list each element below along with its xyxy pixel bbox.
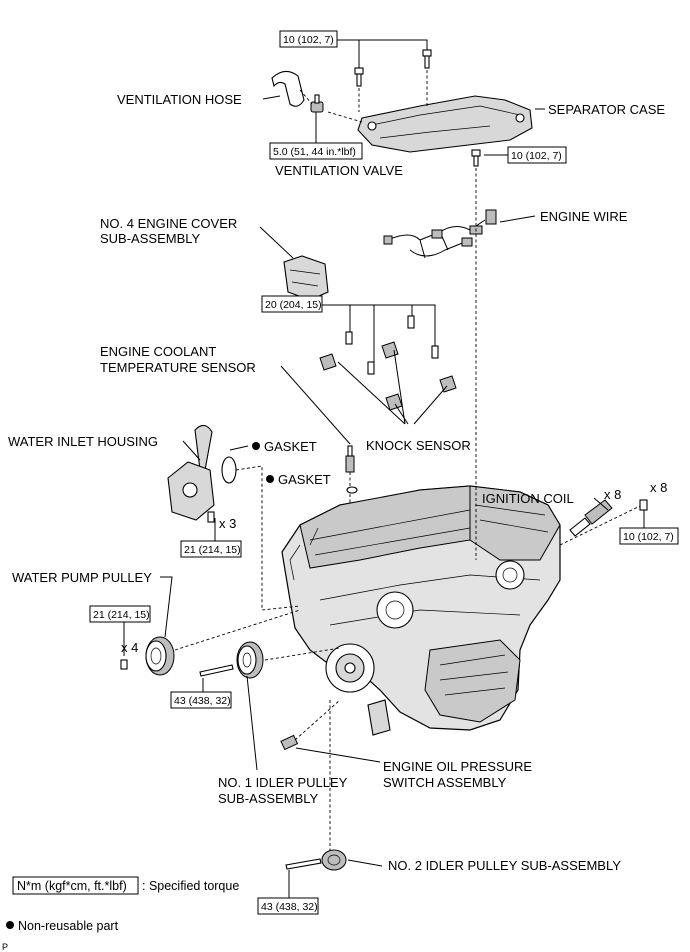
label-coolant-line2: TEMPERATURE SENSOR [100,360,256,375]
ignition-coil-part [569,499,648,537]
knock-sensors-part [319,315,457,411]
torque-value: 43 (438, 32) [261,901,318,913]
label-idler1-line2: SUB-ASSEMBLY [218,791,319,806]
label-engine-wire: ENGINE WIRE [540,209,628,224]
legend: N*m (kgf*cm, ft.*lbf) : Specified torque… [12,876,239,933]
label-water-pump-pulley: WATER PUMP PULLEY [12,570,152,585]
label-oil-switch-line1: ENGINE OIL PRESSURE [383,759,532,774]
gasket-2-nonreusable-dot [266,475,274,483]
label-gasket-1: GASKET [264,439,317,454]
torque-value: 10 (102, 7) [623,531,674,543]
label-oil-switch-line2: SWITCH ASSEMBLY [383,775,507,790]
torque-box-separator-right: 10 (102, 7) [507,146,567,164]
label-engine-cover-line1: NO. 4 ENGINE COVER [100,216,237,231]
corner-mark: P [2,942,8,952]
ventilation-hose-part [271,70,305,107]
nonreusable-markers [6,442,274,929]
label-ventilation-valve: VENTILATION VALVE [275,163,403,178]
label-idler2: NO. 2 IDLER PULLEY SUB-ASSEMBLY [388,858,621,873]
assembly-guide-lines [174,70,641,850]
qty-inlet-bolts: x 3 [219,516,236,531]
torque-value: 43 (438, 32) [174,695,231,707]
leader-lines [123,39,645,898]
qty-coil-bolts: x 8 [650,480,667,495]
torque-box-idler1: 43 (438, 32) [170,691,232,709]
separator-case-part [357,95,533,153]
legend-torque-text: : Specified torque [142,879,239,893]
label-ventilation-hose: VENTILATION HOSE [117,92,242,107]
torque-box-top: 10 (102, 7) [279,30,338,48]
label-knock-sensor: KNOCK SENSOR [366,438,471,453]
qty-coil-count: x 8 [604,487,621,502]
water-inlet-housing-part [167,424,215,523]
label-coolant-line1: ENGINE COOLANT [100,344,216,359]
gasket-1-nonreusable-dot [252,442,260,450]
water-pump-pulley-part [120,636,175,676]
gasket-parts [221,456,358,494]
torque-value: 10 (102, 7) [283,34,334,46]
legend-nonreusable-text: Non-reusable part [18,919,119,933]
torque-box-knock: 20 (204, 15) [261,295,323,313]
qty-pump-bolts: x 4 [121,640,138,655]
coolant-sensor-part [345,445,355,473]
idler-pulley-2-part [285,849,347,871]
label-engine-cover-line2: SUB-ASSEMBLY [100,231,201,246]
label-idler1-line1: NO. 1 IDLER PULLEY [218,775,348,790]
engine-wire-part [383,209,497,259]
label-separator-case: SEPARATOR CASE [548,102,665,117]
engine-cover-part [283,255,329,301]
label-water-inlet-housing: WATER INLET HOUSING [8,434,158,449]
ventilation-valve-part [310,94,324,113]
label-gasket-2: GASKET [278,472,331,487]
engine-assembly-illustration [281,485,561,736]
idler-pulley-1-part [199,641,264,679]
oil-pressure-switch-part [280,734,299,751]
torque-value: 20 (204, 15) [265,299,322,311]
torque-box-valve: 5.0 (51, 44 in.*lbf) [269,142,363,160]
torque-value: 21 (214, 15) [93,609,150,621]
legend-nonreusable-dot [6,921,14,929]
label-ignition-coil: IGNITION COIL [482,491,574,506]
torque-value: 5.0 (51, 44 in.*lbf) [273,146,356,158]
torque-box-inlet: 21 (214, 15) [180,540,242,558]
legend-torque-unit: N*m (kgf*cm, ft.*lbf) [17,879,127,893]
torque-value: 21 (214, 15) [184,544,241,556]
torque-box-ignition: 10 (102, 7) [619,527,679,545]
torque-box-idler2: 43 (438, 32) [257,897,319,915]
torque-value: 10 (102, 7) [511,150,562,162]
torque-box-pump: 21 (214, 15) [89,605,151,623]
